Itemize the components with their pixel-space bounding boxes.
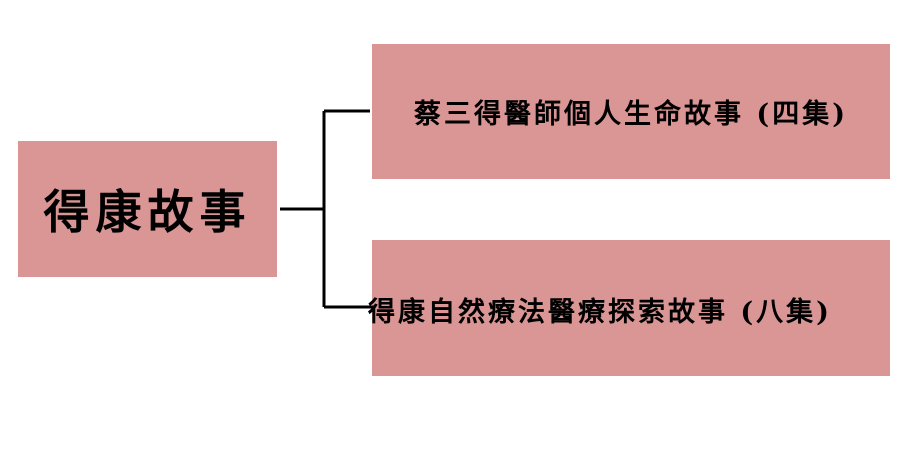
child-node-exploration-story: 得康自然療法醫療探索故事 (八集) xyxy=(368,240,890,376)
root-node: 得康故事 xyxy=(18,141,277,277)
root-node-label: 得康故事 xyxy=(43,185,252,239)
child-node-label: 得康自然療法醫療探索故事 (八集) xyxy=(368,297,832,328)
child-node-personal-story: 蔡三得醫師個人生命故事 (四集) xyxy=(372,44,890,179)
child-node-label: 蔡三得醫師個人生命故事 (四集) xyxy=(414,99,848,130)
